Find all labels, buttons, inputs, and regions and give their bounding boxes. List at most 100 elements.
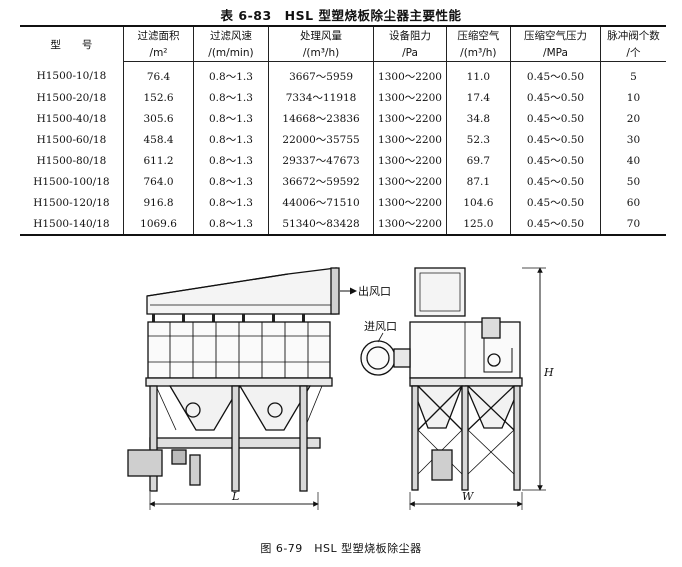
header-speed-unit: /(m/min) xyxy=(193,44,269,62)
cell-area: 916.8 xyxy=(122,192,195,213)
side-view xyxy=(360,267,546,510)
cell-area: 76.4 xyxy=(122,61,195,87)
cell-speed: 0.8～1.3 xyxy=(193,150,269,171)
dimension-w: W xyxy=(462,490,475,503)
cell-valves: 5 xyxy=(599,61,666,87)
cell-flow: 44006～71510 xyxy=(267,192,375,213)
cell-speed: 0.8～1.3 xyxy=(193,129,269,150)
cell-model: H1500-10/18 xyxy=(20,61,124,87)
filter-cells xyxy=(169,322,309,378)
cell-speed: 0.8～1.3 xyxy=(193,192,269,213)
table-row: H1500-60/18 458.4 0.8～1.3 22000～35755 13… xyxy=(20,129,666,150)
pulse-valves xyxy=(152,314,305,322)
cell-flow: 29337～47673 xyxy=(267,150,375,171)
outlet-label: 出风口 xyxy=(358,284,391,298)
header-resistance: 设备阻力 xyxy=(373,26,447,44)
hopper-left xyxy=(168,385,242,431)
cell-area: 764.0 xyxy=(122,171,195,192)
hopper-right xyxy=(238,385,312,431)
cell-flow: 22000～35755 xyxy=(267,129,375,150)
inlet-duct xyxy=(360,340,396,376)
table-row: H1500-140/18 1069.6 0.8～1.3 51340～83428 … xyxy=(20,213,666,235)
cell-air: 125.0 xyxy=(445,213,512,235)
cell-pressure: 0.45～0.50 xyxy=(510,150,601,171)
header-flow: 处理风量 xyxy=(267,26,375,44)
cell-pressure: 0.45～0.50 xyxy=(510,213,601,235)
cell-pressure: 0.45～0.50 xyxy=(510,192,601,213)
table-row: H1500-80/18 611.2 0.8～1.3 29337～47673 13… xyxy=(20,150,666,171)
dust-collector-drawing: 出风口 L xyxy=(127,267,554,510)
table-row: H1500-120/18 916.8 0.8～1.3 44006～71510 1… xyxy=(20,192,666,213)
cell-air: 69.7 xyxy=(445,150,512,171)
front-view xyxy=(127,267,357,510)
cell-valves: 10 xyxy=(599,87,666,108)
support-legs xyxy=(149,385,308,492)
air-tank xyxy=(481,317,501,339)
table-row: H1500-20/18 152.6 0.8～1.3 7334～11918 130… xyxy=(20,87,666,108)
header-pressure-unit: /MPa xyxy=(510,44,601,62)
cell-speed: 0.8～1.3 xyxy=(193,87,269,108)
dimension-l: L xyxy=(231,490,239,503)
cell-valves: 50 xyxy=(599,171,666,192)
cell-model: H1500-140/18 xyxy=(20,213,124,235)
cell-air: 17.4 xyxy=(445,87,512,108)
cell-valves: 20 xyxy=(599,108,666,129)
cell-resistance: 1300～2200 xyxy=(373,87,447,108)
header-flow-unit: /(m³/h) xyxy=(267,44,375,62)
cell-model: H1500-100/18 xyxy=(20,171,124,192)
cell-flow: 51340～83428 xyxy=(267,213,375,235)
dimension-h: H xyxy=(543,366,554,379)
cell-pressure: 0.45～0.50 xyxy=(510,87,601,108)
header-air: 压缩空气 xyxy=(445,26,512,44)
cell-flow: 7334～11918 xyxy=(267,87,375,108)
cell-resistance: 1300～2200 xyxy=(373,129,447,150)
header-area-unit: /m² xyxy=(123,44,195,62)
header-pressure: 压缩空气压力 xyxy=(510,26,601,44)
table-row: H1500-100/18 764.0 0.8～1.3 36672～59592 1… xyxy=(20,171,666,192)
cell-speed: 0.8～1.3 xyxy=(193,171,269,192)
outlet-flange xyxy=(330,267,340,315)
cell-flow: 3667～5959 xyxy=(267,61,375,87)
cell-pressure: 0.45～0.50 xyxy=(510,108,601,129)
cell-model: H1500-80/18 xyxy=(20,150,124,171)
cell-air: 34.8 xyxy=(445,108,512,129)
cell-area: 305.6 xyxy=(122,108,195,129)
table-title: 表 6-83 HSL 型塑烧板除尘器主要性能 xyxy=(220,8,462,23)
cell-resistance: 1300～2200 xyxy=(373,61,447,87)
cell-air: 11.0 xyxy=(445,61,512,87)
cell-resistance: 1300～2200 xyxy=(373,108,447,129)
inlet-label: 进风口 xyxy=(364,320,397,333)
cell-speed: 0.8～1.3 xyxy=(193,108,269,129)
cell-flow: 36672～59592 xyxy=(267,171,375,192)
header-air-unit: /(m³/h) xyxy=(445,44,512,62)
table-row: H1500-10/18 76.4 0.8～1.3 3667～5959 1300～… xyxy=(20,61,666,87)
cell-speed: 0.8～1.3 xyxy=(193,61,269,87)
cell-pressure: 0.45～0.50 xyxy=(510,61,601,87)
cell-area: 611.2 xyxy=(122,150,195,171)
cell-air: 104.6 xyxy=(445,192,512,213)
header-valves-unit: /个 xyxy=(599,44,666,62)
header-resistance-unit: /Pa xyxy=(373,44,447,62)
cell-area: 458.4 xyxy=(122,129,195,150)
cell-pressure: 0.45～0.50 xyxy=(510,129,601,150)
cell-model: H1500-60/18 xyxy=(20,129,124,150)
cell-valves: 60 xyxy=(599,192,666,213)
cell-valves: 40 xyxy=(599,150,666,171)
cell-area: 1069.6 xyxy=(122,213,195,235)
cell-model: H1500-20/18 xyxy=(20,87,124,108)
cell-resistance: 1300～2200 xyxy=(373,192,447,213)
cell-model: H1500-40/18 xyxy=(20,108,124,129)
drive-motor xyxy=(127,449,163,477)
cell-speed: 0.8～1.3 xyxy=(193,213,269,235)
cell-pressure: 0.45～0.50 xyxy=(510,171,601,192)
cell-resistance: 1300～2200 xyxy=(373,150,447,171)
header-speed: 过滤风速 xyxy=(193,26,269,44)
cell-model: H1500-120/18 xyxy=(20,192,124,213)
header-area: 过滤面积 xyxy=(122,26,195,44)
figure-caption: 图 6-79 HSL 型塑烧板除尘器 xyxy=(260,542,422,555)
cell-flow: 14668～23836 xyxy=(267,108,375,129)
performance-table: 型 号 过滤面积 过滤风速 处理风量 设备阻力 压缩空气 压缩空气压力 脉冲阀个… xyxy=(20,25,666,236)
header-valves: 脉冲阀个数 xyxy=(599,26,666,44)
side-outlet-box xyxy=(414,267,466,317)
header-model: 型 号 xyxy=(20,26,124,62)
